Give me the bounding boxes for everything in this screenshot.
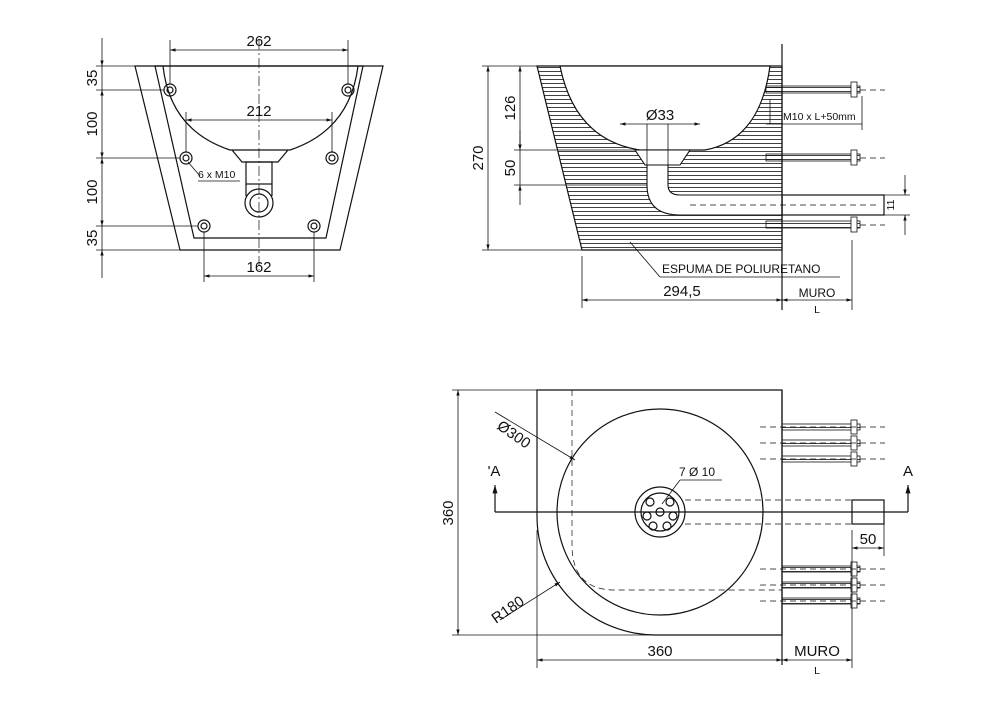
wall-label: MURO — [799, 286, 836, 300]
pipe-dim: 11 — [885, 199, 897, 210]
dim-o300: Ø300 — [494, 417, 534, 452]
wall-thickness: L — [814, 304, 820, 316]
plan-wall-thickness: L — [814, 665, 820, 677]
dim-100-a: 100 — [84, 111, 101, 136]
section-mark-right: A — [903, 463, 913, 480]
dim-r180: R180 — [489, 593, 528, 627]
bolt-spec: M10 x L+50mm — [783, 111, 856, 123]
dim-212: 212 — [246, 103, 271, 120]
front-drain-pipe-inner — [249, 193, 269, 213]
plan-drain-holes — [642, 497, 678, 531]
dim-50: 50 — [502, 160, 519, 177]
dim-360-height: 360 — [440, 500, 457, 525]
dim-50-plan: 50 — [860, 531, 877, 548]
dim-100-b: 100 — [84, 179, 101, 204]
bolt-label: 6 x M10 — [198, 169, 236, 181]
holes-label: 7 Ø 10 — [679, 465, 715, 479]
plan-wall-label: MURO — [794, 643, 840, 660]
dim-162: 162 — [246, 259, 271, 276]
section-mark-left: 'A — [488, 463, 501, 480]
dim-270: 270 — [470, 145, 487, 170]
material-label: ESPUMA DE POLIURETANO — [662, 262, 820, 276]
section-view: Ø33 M10 x L+50mm 270 126 50 ESPUMA DE PO… — [470, 44, 910, 316]
section-bowl-cavity — [559, 65, 771, 151]
section-bolts — [765, 81, 885, 233]
front-inner-outline — [154, 65, 364, 239]
front-view: 262 212 162 35 100 100 35 6 x M10 — [84, 33, 384, 282]
plan-bolts — [760, 419, 885, 609]
dim-35-top: 35 — [84, 70, 101, 87]
front-bowl-curve — [162, 65, 359, 151]
dim-o33: Ø33 — [646, 107, 674, 124]
plan-hidden-line — [571, 390, 782, 591]
dim-294-5: 294,5 — [663, 283, 701, 300]
dim-262: 262 — [246, 33, 271, 50]
front-drain-funnel — [231, 149, 289, 163]
section-drain-funnel — [633, 149, 692, 166]
dim-360-width: 360 — [647, 643, 672, 660]
dim-126: 126 — [502, 95, 519, 120]
dim-35-bottom: 35 — [84, 230, 101, 247]
plan-view: 'A A 7 Ø 10 Ø300 R180 360 360 MURO L 50 — [440, 389, 913, 677]
front-drain-sides — [245, 184, 273, 196]
